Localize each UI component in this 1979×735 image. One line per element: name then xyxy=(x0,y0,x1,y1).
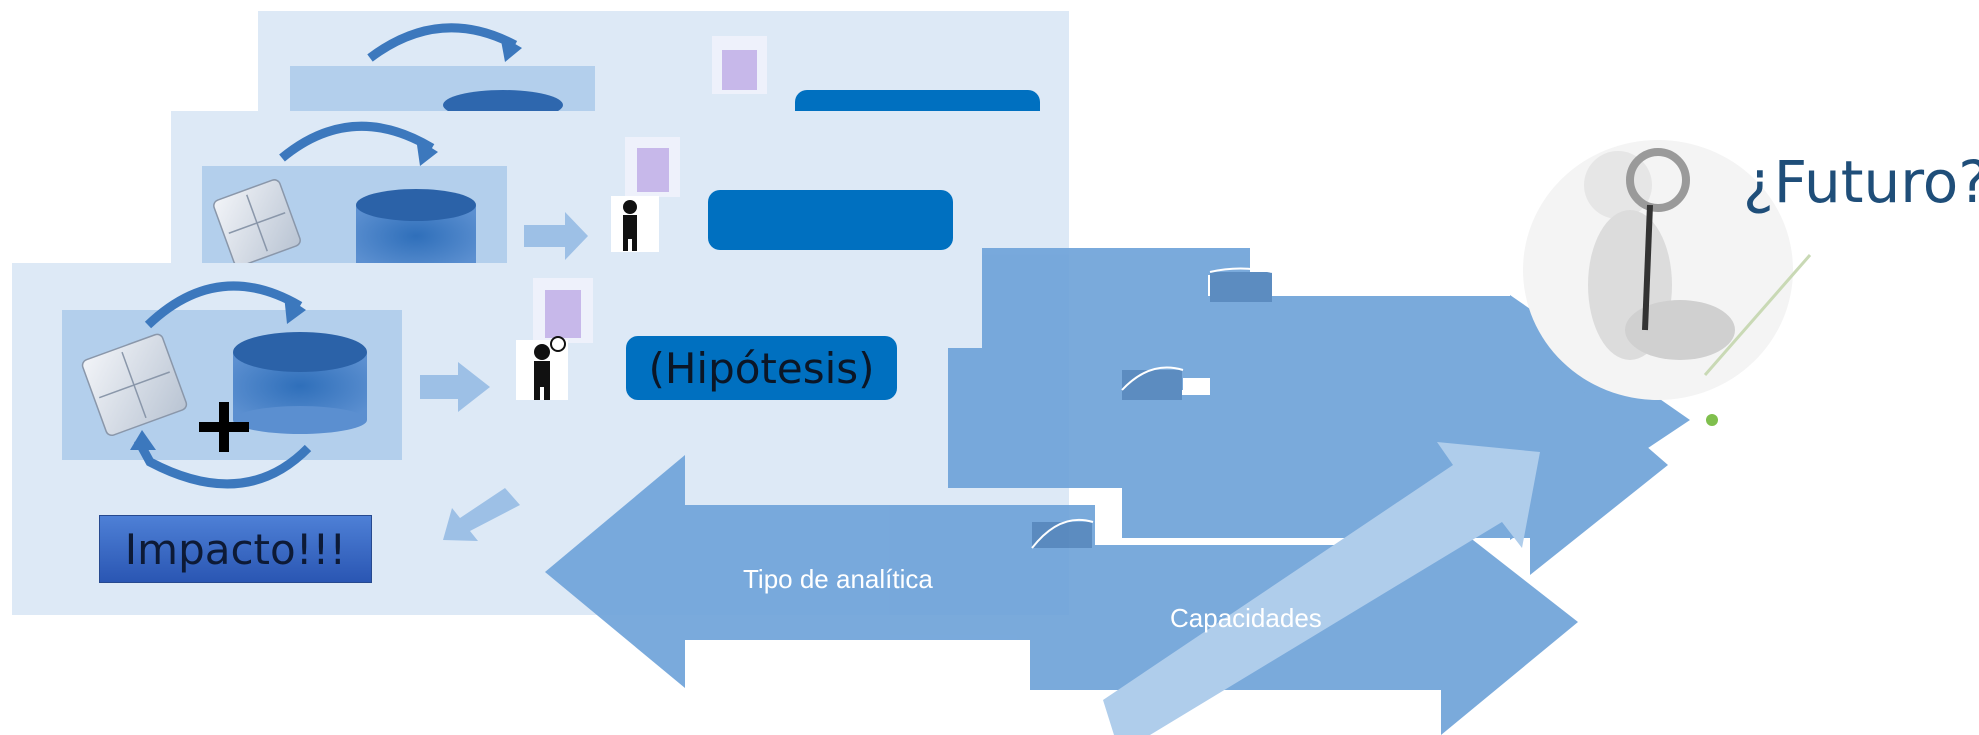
plus-icon xyxy=(199,402,249,452)
magnifier-figure-icon xyxy=(1523,140,1812,426)
hypothesis-box: (Hipótesis) xyxy=(626,336,897,400)
building-icon xyxy=(533,278,593,343)
analytics-type-label: Tipo de analítica xyxy=(743,564,933,594)
impact-label: Impacto!!! xyxy=(124,524,347,574)
impact-box: Impacto!!! xyxy=(99,515,372,583)
hypothesis-label: (Hipótesis) xyxy=(648,343,875,393)
capabilities-label: Capacidades xyxy=(1170,603,1322,633)
puzzle-icon xyxy=(81,333,188,437)
future-title: ¿Futuro? xyxy=(1743,148,1979,216)
ribbon-arrows xyxy=(545,248,1690,735)
thinking-person-icon xyxy=(516,336,568,400)
database-icon xyxy=(233,332,367,434)
